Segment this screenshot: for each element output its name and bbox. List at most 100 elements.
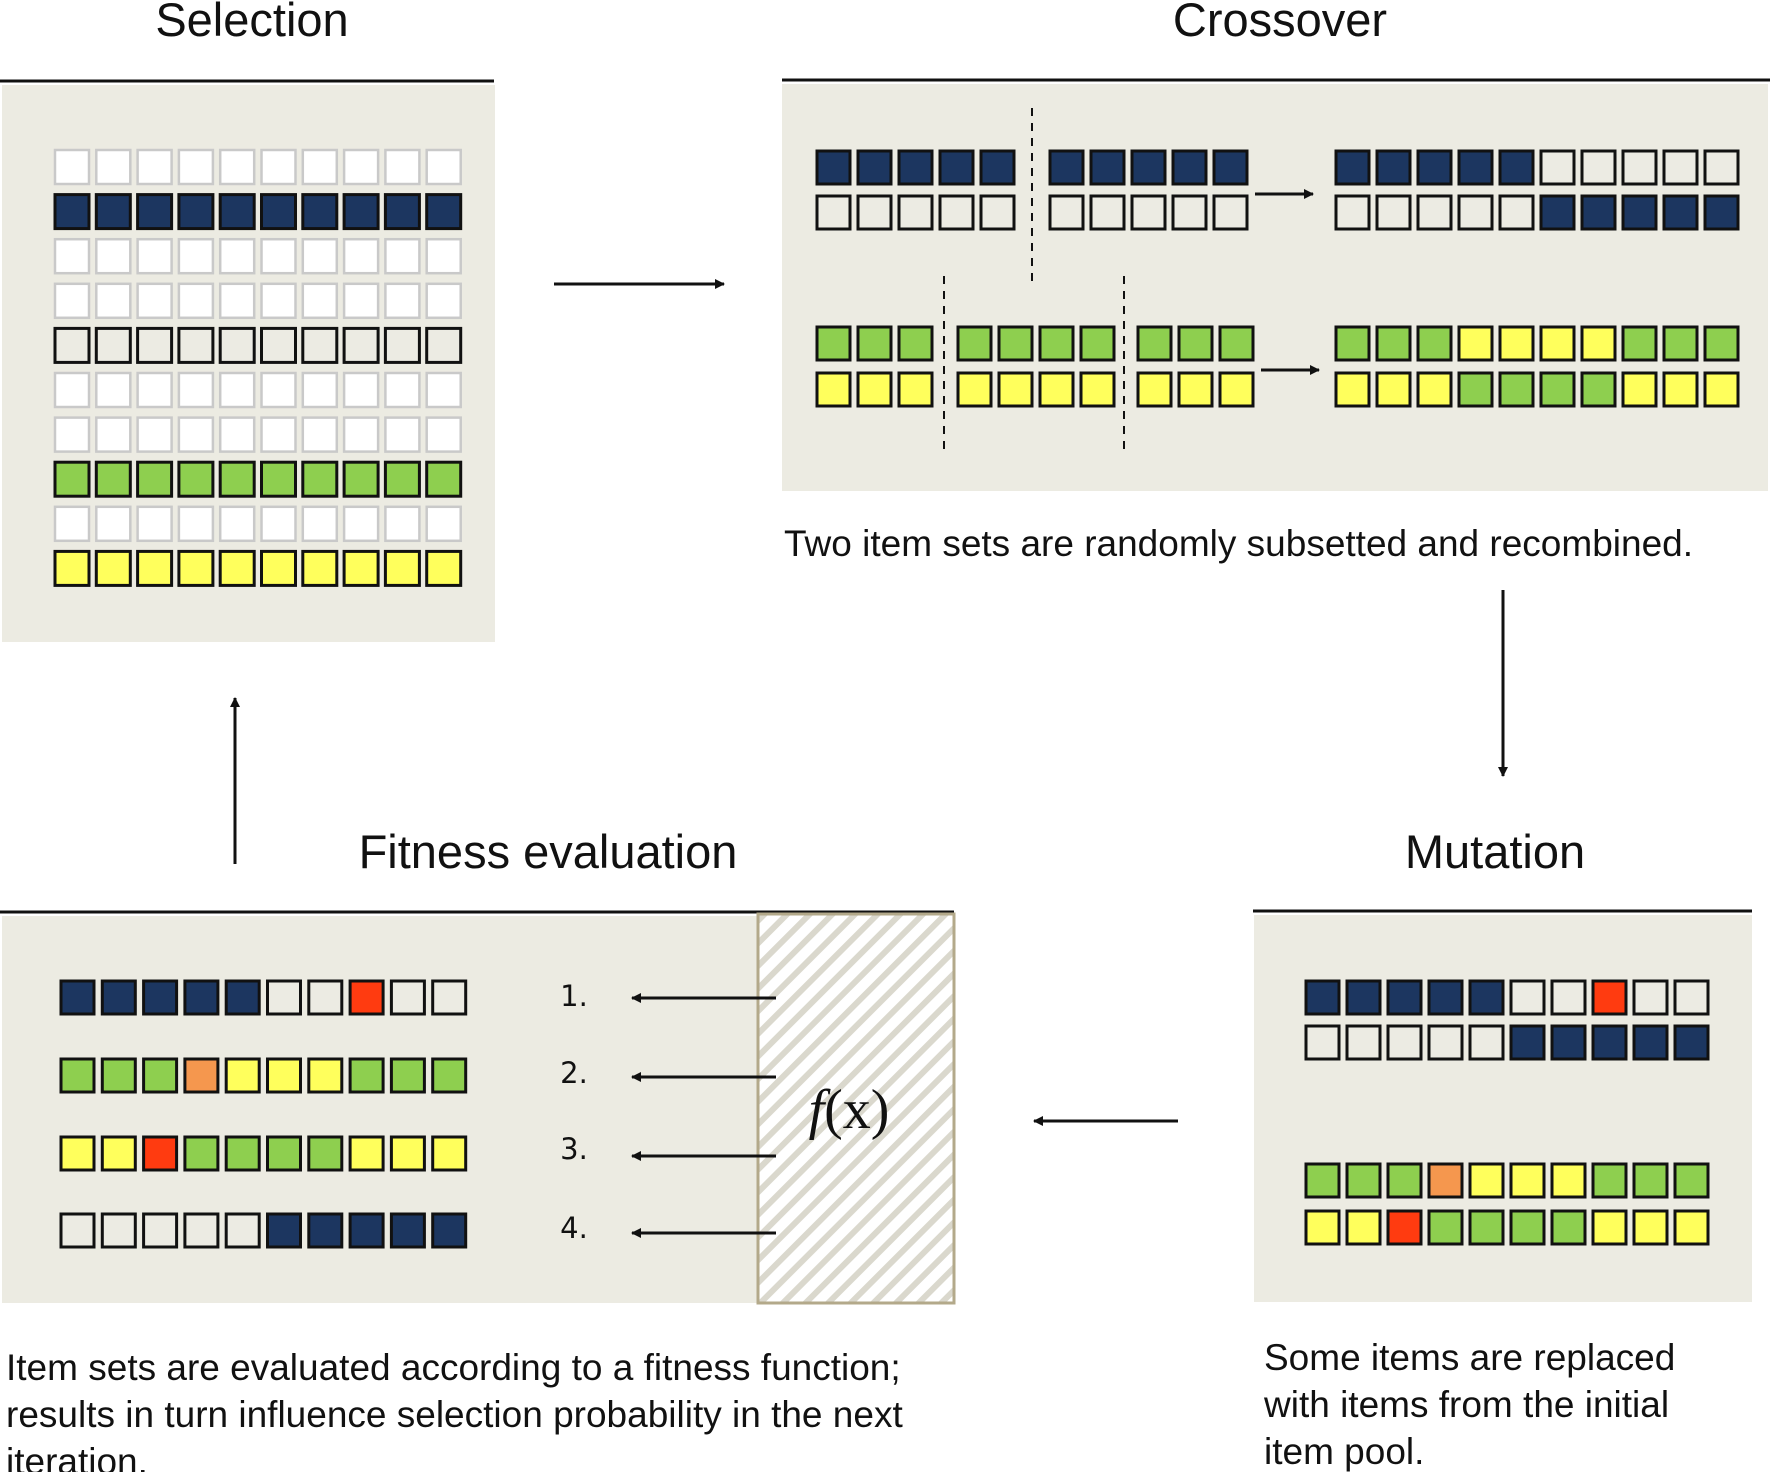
selection-row-3-item-6-empty: [260, 237, 297, 275]
crossover-parent-c-seg1-item-1-green: [815, 325, 852, 362]
crossover-parent-a-right-item-3-navy: [1130, 149, 1167, 186]
fitness-caption-line-2: results in turn influence selection prob…: [6, 1394, 903, 1435]
selection-row-5-item-9-grey: [383, 326, 421, 364]
selection-row-5-item-4-grey: [177, 326, 215, 364]
selection-row-3-item-9-empty: [384, 237, 421, 275]
mutation-set-2-item-7-navy: [1550, 1024, 1587, 1061]
selection-row-10-item-3-yellow: [136, 549, 174, 587]
crossover-child-2-item-2-grey: [1375, 194, 1412, 231]
selection-row-8-item-9-green: [383, 460, 421, 498]
crossover-parent-a-right-item-5-navy: [1212, 149, 1249, 186]
fitness-rank-2: 2.: [560, 1056, 588, 1090]
selection-row-8-item-8-green: [342, 460, 380, 498]
crossover-parent-c-seg1-item-2-green: [856, 325, 893, 362]
crossover-child-4-item-2-yellow: [1375, 371, 1412, 408]
fitness-set-1-item-4-navy: [183, 979, 220, 1016]
selection-row-9-item-9-empty: [384, 505, 421, 543]
mutation-set-1-item-10-grey: [1673, 979, 1710, 1016]
crossover-child-3-item-7-yellow: [1580, 325, 1617, 362]
mutation-title: Mutation: [1405, 825, 1585, 878]
selection-row-8-item-3-green: [136, 460, 174, 498]
fitness-set-4-item-2-grey: [100, 1212, 137, 1249]
fitness-set-4-item-5-grey: [224, 1212, 261, 1249]
selection-row-9-item-2-empty: [95, 505, 132, 543]
crossover-parent-d-seg3-item-1-yellow: [1136, 371, 1173, 408]
crossover-child-1-item-9-grey: [1662, 149, 1699, 186]
selection-row-5-item-7-grey: [301, 326, 339, 364]
mutation-set-4-item-10-yellow: [1673, 1209, 1710, 1246]
mutation-set-1-item-2-navy: [1345, 979, 1382, 1016]
fitness-set-1-item-9-grey: [389, 979, 426, 1016]
mutation-set-1-item-9-grey: [1632, 979, 1669, 1016]
crossover-parent-c-seg3-item-1-green: [1136, 325, 1173, 362]
fitness-rank-4: 4.: [560, 1211, 588, 1245]
selection-row-8-item-7-green: [301, 460, 339, 498]
fitness-function-variable: x: [843, 1079, 871, 1141]
crossover-parent-a-left-item-1-navy: [815, 149, 852, 186]
mutation-set-3-item-7-yellow: [1550, 1162, 1587, 1199]
crossover-child-2-item-7-navy: [1580, 194, 1617, 231]
fitness-set-4-item-10-navy: [431, 1212, 468, 1249]
crossover-child-4-item-9-yellow: [1662, 371, 1699, 408]
fitness-set-2-item-3-green: [142, 1057, 179, 1094]
crossover-parent-d-seg2-item-2-yellow: [997, 371, 1034, 408]
crossover-child-3-item-9-green: [1662, 325, 1699, 362]
crossover-parent-b-left-item-2-grey: [856, 194, 893, 231]
selection-row-3-item-2-empty: [95, 237, 132, 275]
selection-row-7-item-2-empty: [95, 416, 132, 453]
selection-row-6-item-8-empty: [342, 371, 380, 409]
crossover-parent-b-left-item-3-grey: [897, 194, 934, 231]
selection-row-1-item-1-empty: [53, 148, 91, 186]
selection-row-1-item-2-empty: [95, 148, 132, 186]
mutation-set-3-item-9-green: [1632, 1162, 1669, 1199]
selection-row-2-item-7-navy: [301, 193, 339, 231]
selection-row-6-item-2-empty: [95, 371, 132, 409]
selection-row-1-item-3-empty: [136, 148, 173, 186]
selection-row-9-item-10-empty: [425, 505, 462, 543]
selection-row-1-item-7-empty: [301, 148, 339, 186]
crossover-child-2-item-1-grey: [1334, 194, 1371, 231]
mutation-set-1-item-5-navy: [1468, 979, 1505, 1016]
mutation-set-3-item-2-green: [1345, 1162, 1382, 1199]
crossover-parent-a-left-item-5-navy: [979, 149, 1016, 186]
crossover-child-1-item-4-navy: [1457, 149, 1494, 186]
crossover-child-4-item-8-yellow: [1621, 371, 1658, 408]
crossover-parent-a-left-item-4-navy: [938, 149, 975, 186]
selection-row-4-item-2-empty: [95, 282, 132, 320]
selection-row-7-item-1-empty: [53, 416, 91, 453]
fitness-function-box: [756, 912, 956, 1305]
mutation-set-3-item-1-green: [1304, 1162, 1341, 1199]
crossover-child-4-item-4-green: [1457, 371, 1494, 408]
selection-row-7-item-4-empty: [177, 416, 215, 453]
crossover-child-1-item-2-navy: [1375, 149, 1412, 186]
selection-row-9-item-6-empty: [260, 505, 297, 543]
selection-row-10-item-10-yellow: [425, 549, 463, 587]
crossover-parent-b-right-item-2-grey: [1089, 194, 1126, 231]
crossover-child-4-item-10-yellow: [1703, 371, 1740, 408]
selection-row-2-item-2-navy: [94, 193, 132, 231]
mutation-set-2-item-9-navy: [1632, 1024, 1669, 1061]
fitness-set-3-item-9-yellow: [389, 1135, 426, 1172]
selection-row-3-item-7-empty: [301, 237, 339, 275]
selection-title: Selection: [155, 0, 348, 46]
crossover-child-4-item-3-yellow: [1416, 371, 1453, 408]
selection-row-6-item-7-empty: [301, 371, 339, 409]
selection-row-1-item-9-empty: [384, 148, 421, 186]
fitness-set-2-item-9-green: [389, 1057, 426, 1094]
fitness-set-1-item-10-grey: [431, 979, 468, 1016]
crossover-child-1-item-1-navy: [1334, 149, 1371, 186]
mutation-set-3-item-4-orange: [1427, 1162, 1464, 1199]
selection-row-7-item-9-empty: [384, 416, 421, 453]
selection-row-9-item-7-empty: [301, 505, 339, 543]
crossover-child-1-item-7-grey: [1580, 149, 1617, 186]
selection-row-8-item-4-green: [177, 460, 215, 498]
fitness-set-3-item-8-yellow: [348, 1135, 385, 1172]
selection-row-5-item-3-grey: [136, 326, 174, 364]
crossover-parent-b-left-item-5-grey: [979, 194, 1016, 231]
crossover-parent-b-right-item-3-grey: [1130, 194, 1167, 231]
fitness-set-3-item-7-green: [307, 1135, 344, 1172]
mutation-set-2-item-1-grey: [1304, 1024, 1341, 1061]
selection-row-5-item-1-grey: [53, 326, 91, 364]
mutation-set-4-item-1-yellow: [1304, 1209, 1341, 1246]
selection-row-4-item-4-empty: [177, 282, 215, 320]
